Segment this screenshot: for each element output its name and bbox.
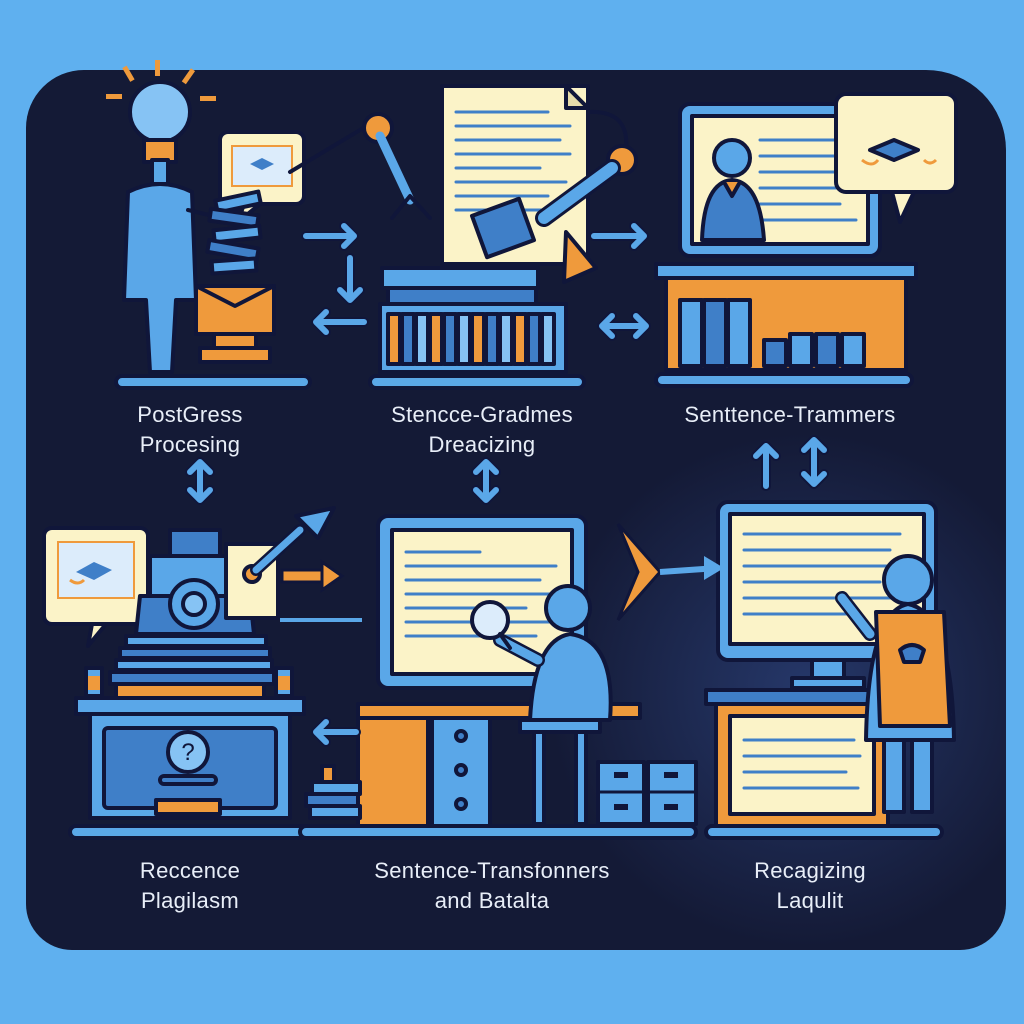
step-5-line1: Sentence-Transfonners: [374, 858, 610, 883]
down-arrow-icon: [335, 253, 365, 305]
monitor-lines: [404, 550, 558, 638]
step-2-label: Stencce-Gradmes Dreacizing: [352, 400, 612, 460]
lightbulb-person-icon: [106, 60, 312, 390]
connector-arrows: [185, 221, 829, 747]
left-arrow-icon: [311, 307, 369, 337]
step-4-line1: Reccence: [139, 858, 241, 883]
monitor-lines: [742, 532, 904, 616]
step-1-line1: PostGress: [137, 402, 243, 427]
bulb-rays: [106, 60, 216, 101]
up-arrow-icon: [751, 441, 781, 491]
step-5-line2: and Batalta: [434, 888, 550, 913]
books: [386, 312, 556, 366]
robot-arm-document-icon: [288, 84, 638, 390]
up-down-arrow-icon: [471, 457, 501, 505]
step-6-line1: Recagizing: [754, 858, 866, 883]
right-arrow-icon: [301, 221, 359, 251]
step-3-line1: Senttence-Trammers: [684, 402, 896, 427]
orange-right-arrow-icon: [280, 559, 345, 593]
left-arrow-icon: [311, 717, 361, 747]
step-1-label: PostGress Procesing: [80, 400, 300, 460]
right-arrow-icon: [589, 221, 649, 251]
machine-question-icon: ?: [42, 506, 336, 840]
paper-stack: [205, 189, 263, 276]
question-mark-icon: ?: [181, 739, 194, 766]
up-down-arrow-icon: [185, 457, 215, 505]
person-magnifier-desk-icon: [298, 514, 698, 840]
monitor-presenter-icon: [654, 92, 958, 388]
up-down-arrow-icon: [799, 435, 829, 489]
chevron-right-icon: [616, 523, 724, 621]
step-6-label: Recagizing Laqulit: [690, 856, 930, 916]
step-2-line1: Stencce-Gradmes: [391, 402, 573, 427]
monitor-apron-person-icon: [704, 500, 956, 840]
step-4-line2: Plagilasm: [140, 888, 240, 913]
step-1-line2: Procesing: [139, 432, 241, 457]
step-6-line2: Laqulit: [776, 888, 844, 913]
step-2-line2: Dreacizing: [428, 432, 536, 457]
binders: [678, 298, 866, 368]
step-4-label: Reccence Plagilasm: [80, 856, 300, 916]
step-5-label: Sentence-Transfonners and Batalta: [352, 856, 632, 916]
left-right-arrow-icon: [597, 311, 651, 341]
step-3-label: Senttence-Trammers: [650, 400, 930, 430]
